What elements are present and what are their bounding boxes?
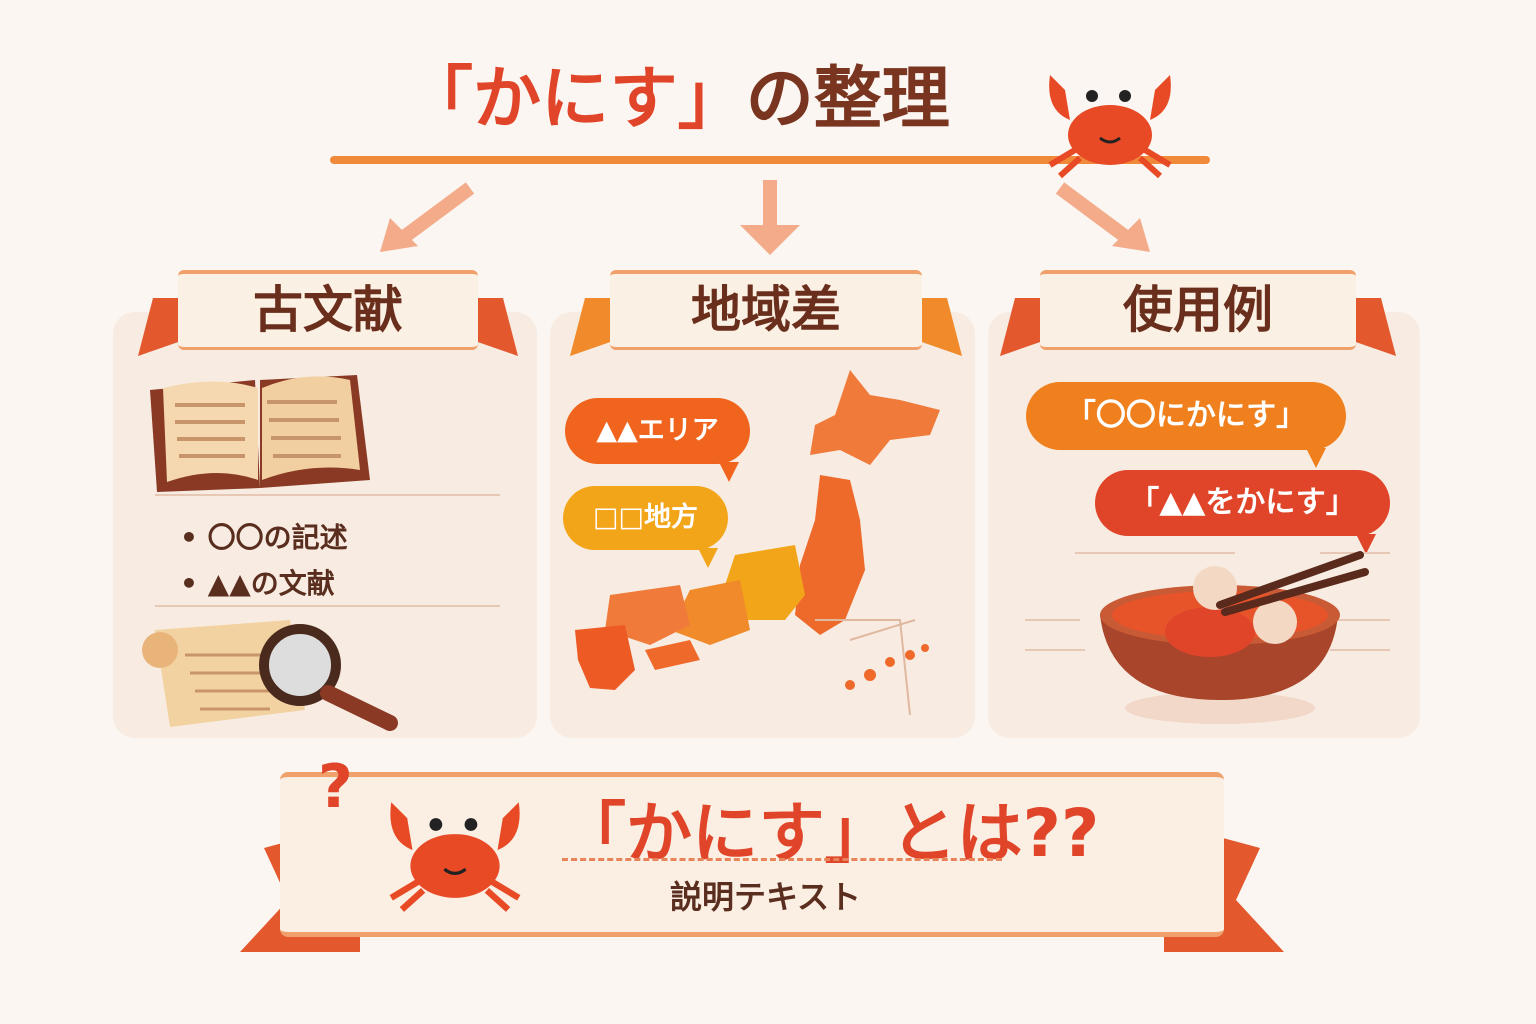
arrow-down-left-icon	[380, 182, 475, 252]
heading-regional-differences: 地域差	[570, 270, 962, 356]
question-mark: ?	[318, 752, 353, 822]
heading-usage-examples: 使用例	[1000, 270, 1396, 356]
list-item: • 〇〇の記述	[180, 521, 348, 554]
scroll-magnifier-icon	[142, 620, 398, 731]
divider	[562, 858, 1002, 861]
arrow-down-icon	[740, 180, 800, 255]
description-text: 説明テキスト	[670, 878, 862, 916]
divider	[155, 494, 500, 496]
crab-mascot-icon	[389, 802, 521, 912]
speech-bubble: 「〇〇にかにす」	[1026, 382, 1346, 468]
speech-bubble: ▲▲エリア	[565, 398, 750, 482]
title-underline	[330, 156, 1210, 164]
speech-bubble: □□地方	[563, 486, 728, 568]
arrow-down-right-icon	[1055, 182, 1150, 252]
japan-map-icon	[575, 370, 940, 715]
list-item: • ▲▲の文献	[180, 567, 335, 600]
page-title: 「かにす」の整理	[405, 60, 950, 139]
open-book-icon	[150, 375, 370, 492]
crab-mascot-icon	[1048, 75, 1172, 179]
crab-bowl-icon	[1025, 551, 1390, 724]
speech-bubble: 「▲▲をかにす」	[1095, 470, 1390, 554]
heading-old-documents: 古文献	[138, 270, 518, 356]
divider	[155, 605, 500, 607]
bottom-title: 「かにす」とは??	[560, 795, 1100, 872]
